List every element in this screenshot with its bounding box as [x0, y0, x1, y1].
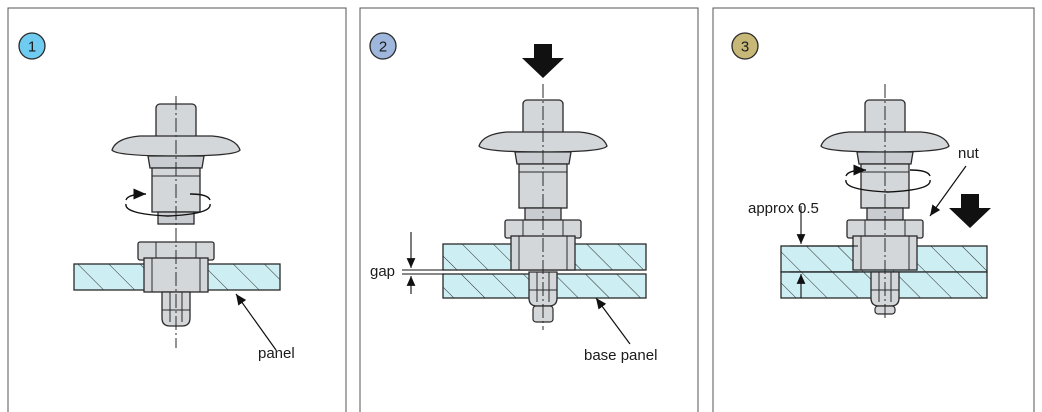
step-2-panel: 2 gap base panel — [359, 7, 699, 412]
base-panel-leader-line — [595, 297, 631, 345]
push-down-arrow-icon — [949, 194, 991, 228]
step-3-panel: 3 nut approx 0.5 — [712, 7, 1035, 412]
step-3-latch — [820, 84, 950, 320]
step-1-number: 1 — [28, 39, 36, 56]
step-3-badge — [731, 32, 759, 60]
step-1-latch — [111, 96, 241, 348]
panel-leader-line — [235, 293, 277, 351]
step-1-badge — [18, 32, 46, 60]
step-3-number: 3 — [741, 39, 749, 56]
step-2-badge — [369, 32, 397, 60]
panel-label: panel — [258, 345, 295, 362]
gap-label: gap — [370, 263, 395, 280]
base-panel-label: base panel — [584, 347, 657, 364]
push-down-arrow-icon — [522, 44, 564, 78]
step-1-panel: 1 panel — [7, 7, 347, 412]
step-3-frame — [712, 7, 1035, 412]
step-2-number: 2 — [379, 39, 387, 56]
gap-dimension — [402, 232, 444, 294]
nut-label: nut — [958, 145, 980, 162]
step-2-latch — [478, 84, 608, 330]
approx-label: approx 0.5 — [748, 200, 819, 217]
step-1-frame — [7, 7, 347, 412]
nut-leader-line — [929, 165, 967, 217]
step-2-frame — [359, 7, 699, 412]
approx-dimension — [790, 206, 858, 298]
